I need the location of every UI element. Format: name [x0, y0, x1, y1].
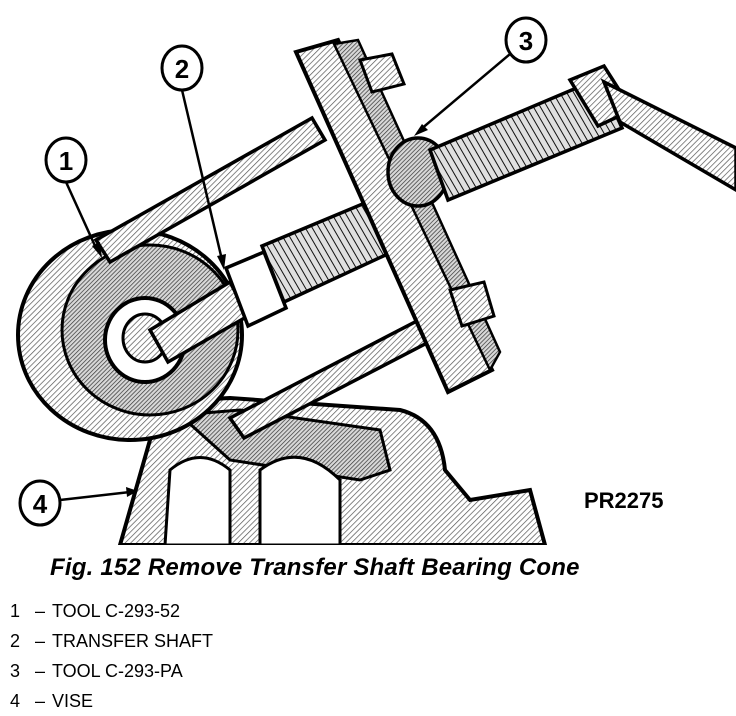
figure-caption: Fig. 152 Remove Transfer Shaft Bearing C… — [50, 554, 580, 581]
legend-separator: – — [34, 691, 45, 711]
legend-item-label: TOOL C-293-52 — [52, 601, 181, 621]
legend-item: 1–TOOL C-293-52 — [10, 596, 213, 626]
puller-rods — [93, 115, 455, 441]
legend-item-number: 3 — [10, 661, 21, 681]
legend-item: 2–TRANSFER SHAFT — [10, 626, 213, 656]
callout-legend: 1–TOOL C-293-52 2–TRANSFER SHAFT 3–TOOL … — [10, 596, 213, 716]
legend-item-number: 4 — [10, 691, 21, 711]
callout-3-number: 3 — [519, 26, 533, 56]
callout-1: 1 — [44, 136, 102, 258]
legend-item-number: 2 — [10, 631, 21, 651]
callout-2: 2 — [160, 44, 226, 270]
legend-separator: – — [34, 631, 45, 651]
legend-separator: – — [34, 661, 45, 681]
callout-2-number: 2 — [175, 54, 189, 84]
legend-item-label: TRANSFER SHAFT — [52, 631, 214, 651]
legend-item: 3–TOOL C-293-PA — [10, 656, 213, 686]
legend-item-label: TOOL C-293-PA — [52, 661, 183, 681]
callout-1-number: 1 — [59, 146, 73, 176]
vise — [117, 395, 548, 545]
legend-item: 4–VISE — [10, 686, 213, 716]
figure-reference-code: PR2275 — [584, 488, 664, 513]
callout-3: 3 — [414, 16, 548, 136]
legend-separator: – — [34, 601, 45, 621]
legend-item-label: VISE — [52, 691, 94, 711]
transfer-shaft — [147, 197, 395, 365]
callout-4-number: 4 — [33, 489, 48, 519]
bearing-puller-illustration: 1 2 3 4 — [16, 16, 736, 545]
callout-4: 4 — [18, 479, 138, 527]
tool-c-293-pa-crossbar — [293, 37, 736, 395]
legend-item-number: 1 — [10, 601, 21, 621]
